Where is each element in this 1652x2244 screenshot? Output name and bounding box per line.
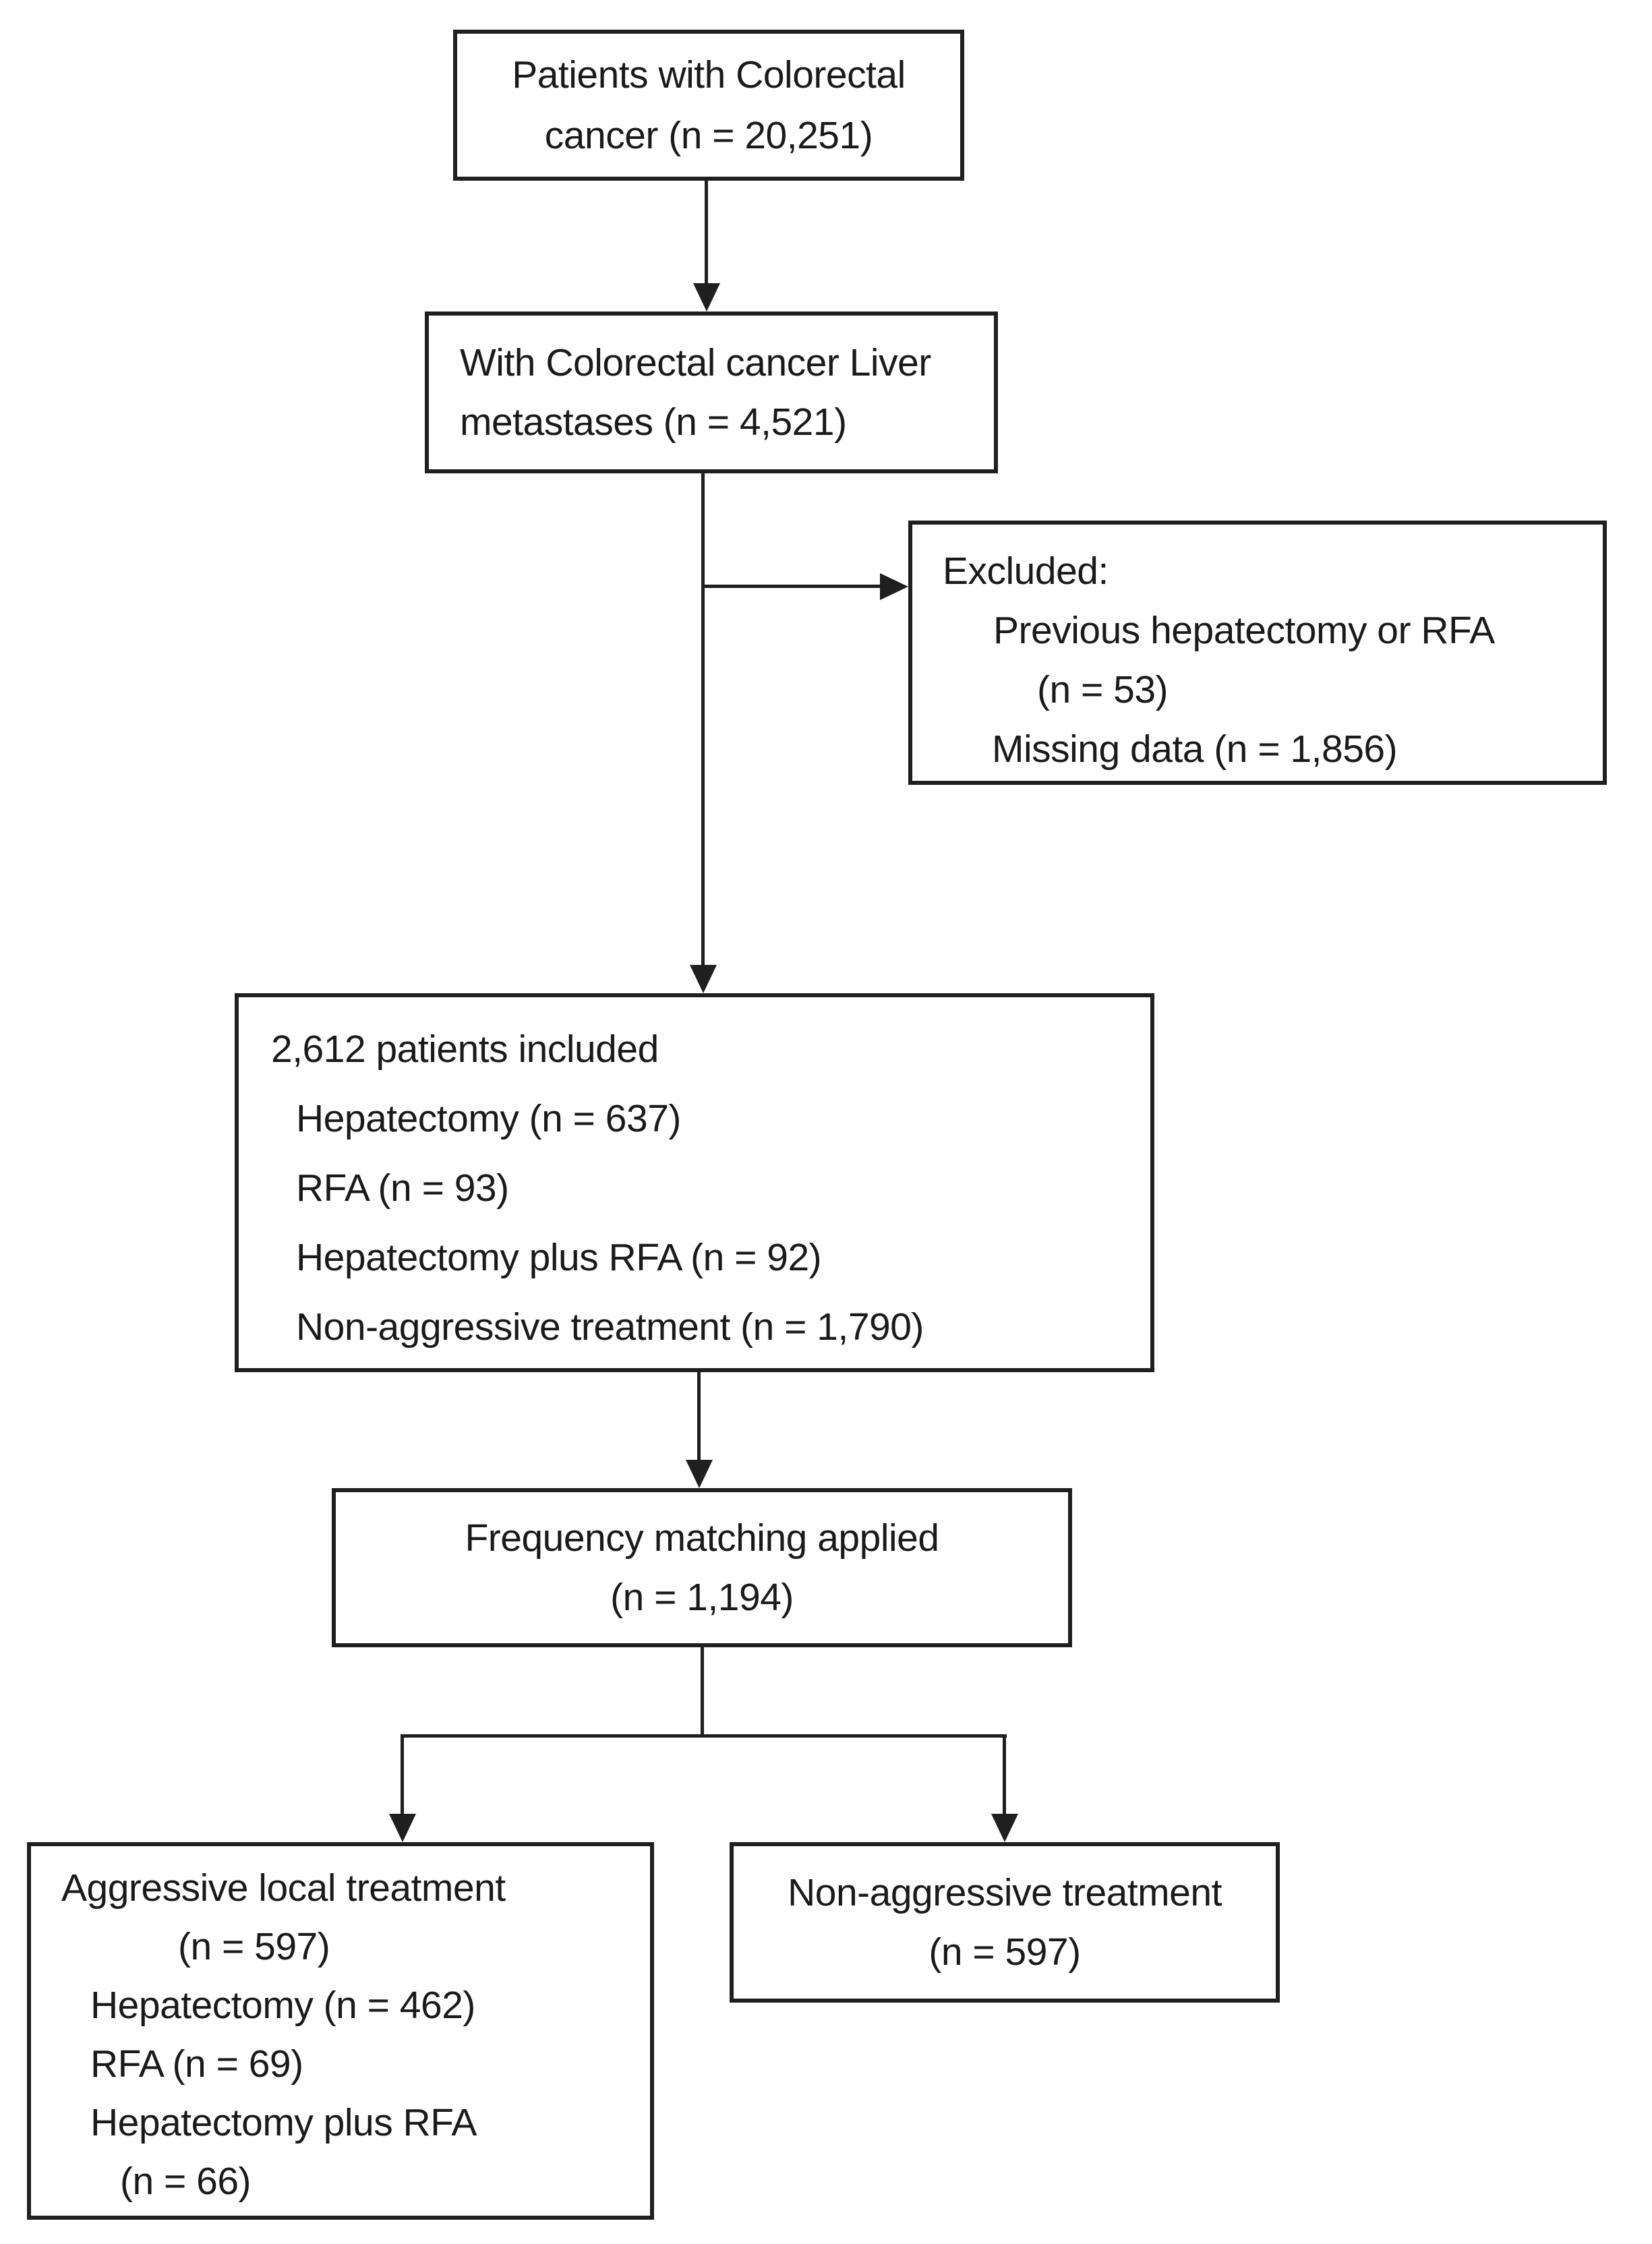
excluded-box-line: Previous hepatectomy or RFA (993, 609, 1495, 652)
aggressive-treatment-box: Aggressive local treatment (n = 597) Hep… (27, 1842, 654, 2220)
matching-box-line: (n = 1,194) (610, 1576, 794, 1619)
arrowhead-down-icon (389, 1814, 416, 1842)
patients-box-line: cancer (n = 20,251) (544, 114, 873, 157)
connector-liver-to-excluded (703, 585, 881, 588)
patients-box-line: Patients with Colorectal (512, 53, 906, 96)
arrowhead-down-icon (690, 965, 717, 993)
arrowhead-right-icon (880, 573, 908, 600)
included-box-line: RFA (n = 93) (296, 1167, 509, 1210)
aggressive-treatment-box-line: (n = 66) (120, 2160, 252, 2203)
excluded-box-line: Excluded: (943, 550, 1109, 593)
connector-liver-to-included (701, 472, 705, 966)
arrowhead-down-icon (991, 1814, 1018, 1842)
aggressive-treatment-box-line: RFA (n = 69) (90, 2042, 303, 2086)
excluded-box-line: (n = 53) (1037, 668, 1169, 711)
arrowhead-down-icon (693, 283, 720, 312)
aggressive-treatment-box-line: (n = 597) (178, 1925, 330, 1968)
included-box: 2,612 patients included Hepatectomy (n =… (235, 993, 1154, 1372)
liver-metastases-box: With Colorectal cancer Liver metastases … (425, 312, 998, 473)
connector-split-to-aggressive (401, 1736, 404, 1815)
nonaggressive-treatment-box-line: Non-aggressive treatment (788, 1871, 1222, 1914)
connector-split-to-nonaggressive (1003, 1736, 1006, 1815)
aggressive-treatment-box-line: Hepatectomy (n = 462) (90, 1984, 475, 2027)
arrowhead-down-icon (686, 1460, 713, 1488)
included-box-line: Hepatectomy (n = 637) (296, 1097, 681, 1140)
matching-box-line: Frequency matching applied (465, 1516, 939, 1560)
patients-box: Patients with Colorectal cancer (n = 20,… (453, 30, 964, 181)
included-box-line: Non-aggressive treatment (n = 1,790) (296, 1305, 924, 1349)
excluded-box: Excluded: Previous hepatectomy or RFA (n… (908, 521, 1607, 785)
included-box-line: 2,612 patients included (271, 1028, 659, 1071)
aggressive-treatment-box-line: Hepatectomy plus RFA (90, 2101, 477, 2144)
connector-matching-stem (701, 1646, 704, 1738)
connector-split-horizontal (401, 1734, 1007, 1738)
liver-metastases-box-line: metastases (n = 4,521) (460, 401, 847, 444)
aggressive-treatment-box-line: Aggressive local treatment (61, 1866, 506, 1910)
matching-box: Frequency matching applied (n = 1,194) (332, 1488, 1072, 1647)
nonaggressive-treatment-box: Non-aggressive treatment (n = 597) (730, 1842, 1280, 2003)
nonaggressive-treatment-box-line: (n = 597) (928, 1930, 1081, 1974)
liver-metastases-box-line: With Colorectal cancer Liver (460, 341, 931, 384)
connector-patients-to-liver (705, 179, 708, 285)
connector-included-to-matching (697, 1371, 701, 1461)
excluded-box-line: Missing data (n = 1,856) (992, 728, 1398, 771)
included-box-line: Hepatectomy plus RFA (n = 92) (296, 1236, 822, 1279)
